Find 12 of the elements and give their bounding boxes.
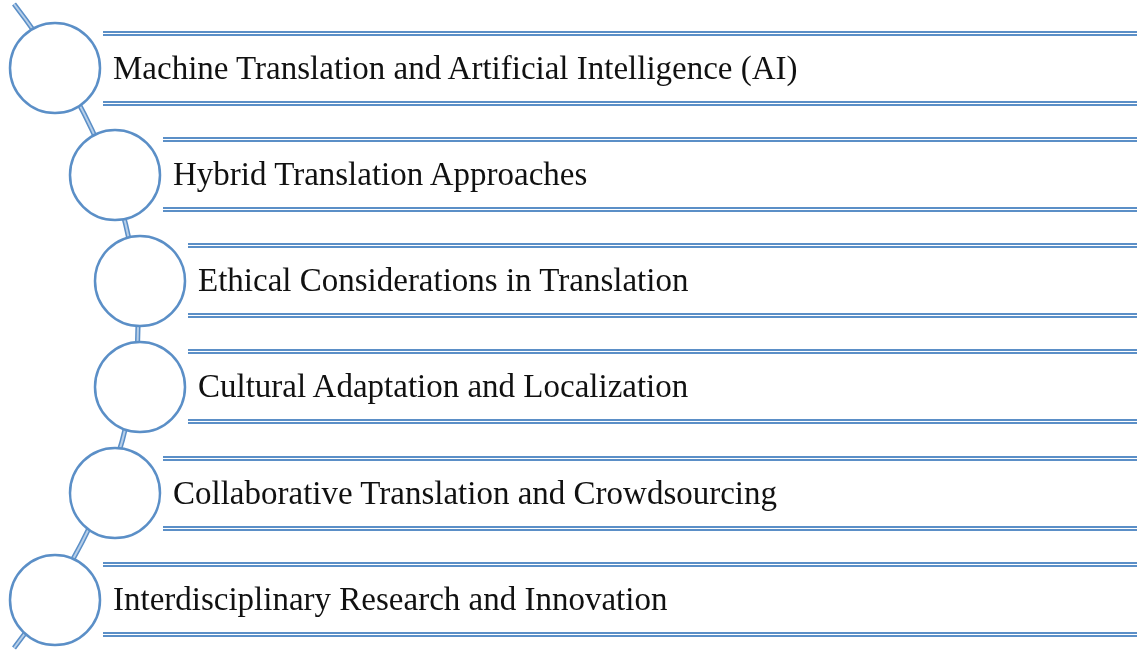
item-label: Interdisciplinary Research and Innovation <box>113 581 668 618</box>
item-label: Hybrid Translation Approaches <box>173 156 588 193</box>
item-label: Machine Translation and Artificial Intelligence (AI) <box>113 50 798 87</box>
item-label: Ethical Considerations in Translation <box>198 262 689 299</box>
list-band <box>103 31 1137 106</box>
list-band <box>163 456 1137 531</box>
list-band <box>188 243 1137 318</box>
list-band <box>188 349 1137 424</box>
list-band <box>163 137 1137 212</box>
item-label: Cultural Adaptation and Localization <box>198 368 689 405</box>
list-band <box>103 562 1137 637</box>
item-label: Collaborative Translation and Crowdsourcing <box>173 475 778 512</box>
